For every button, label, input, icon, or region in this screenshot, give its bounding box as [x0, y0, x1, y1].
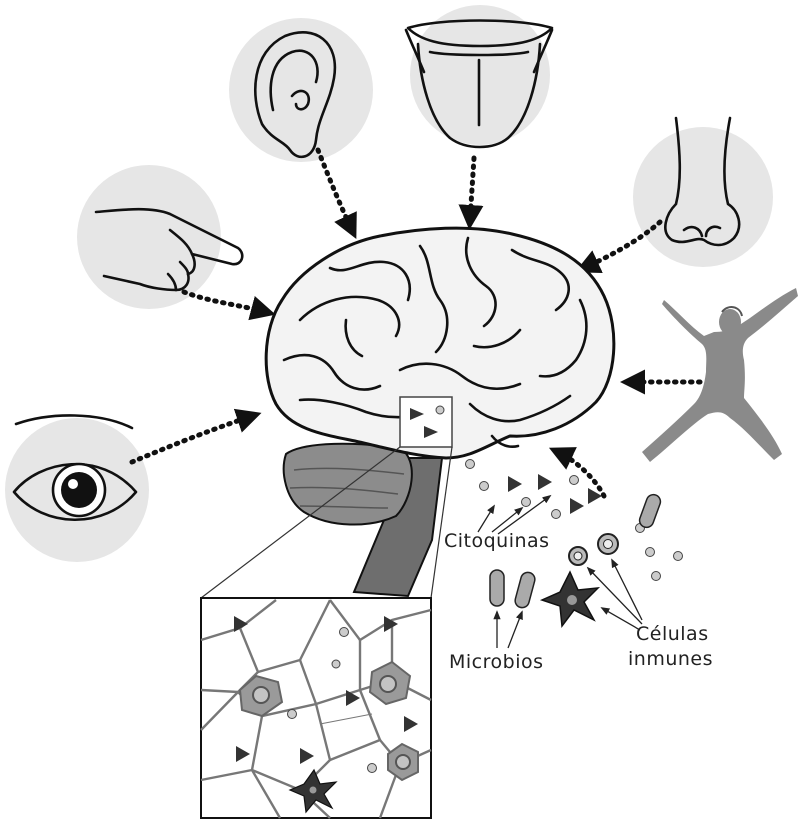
dancer-figure: [642, 288, 798, 462]
highlight-box: [400, 397, 452, 447]
microbe: [490, 570, 504, 606]
cerebellum: [284, 444, 412, 525]
nose-circle: [633, 127, 773, 267]
microbe: [638, 493, 663, 530]
immune-cell-star: [542, 572, 598, 626]
immune-cell: [569, 547, 587, 565]
cytokines-label: Citoquinas: [444, 530, 550, 552]
immune-cell: [598, 534, 618, 554]
microbes-label: Microbios: [449, 651, 544, 673]
microbe: [514, 571, 537, 609]
brain-illustration: [266, 228, 614, 596]
immune-cells-label-line2: inmunes: [628, 648, 713, 670]
immune-cells-label-line1: Células: [636, 623, 709, 645]
neural-tissue-inset: [201, 598, 431, 818]
